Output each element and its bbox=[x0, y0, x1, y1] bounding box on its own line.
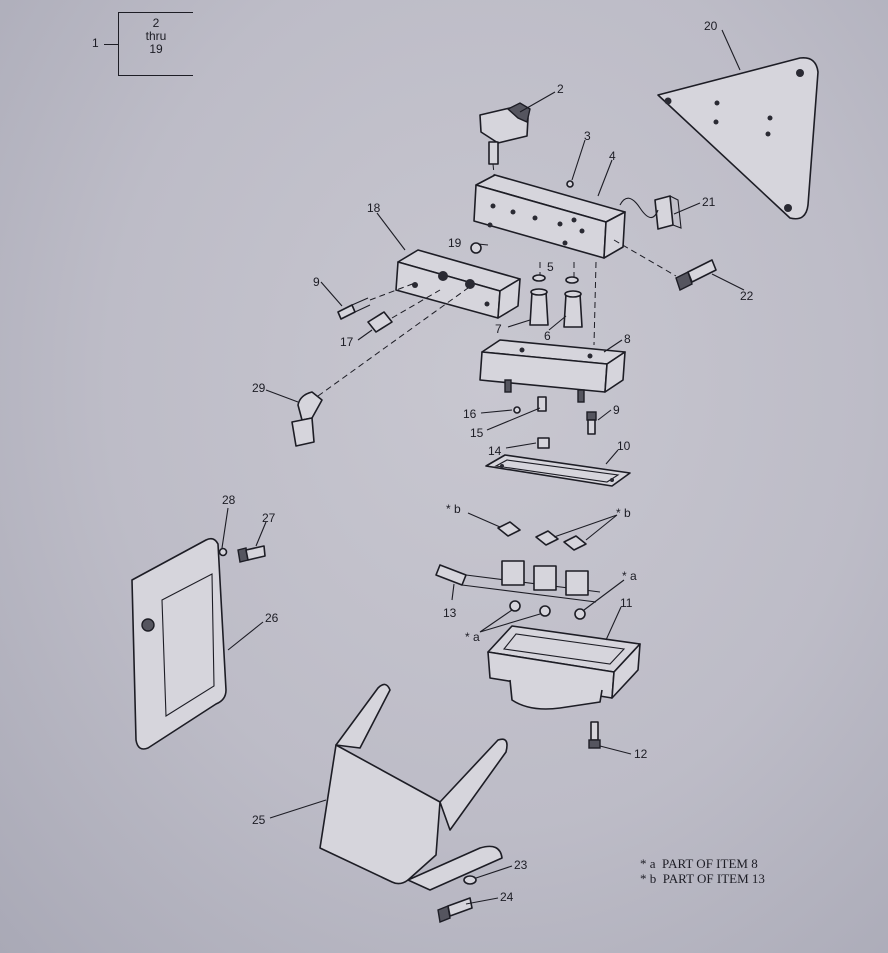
alignment-lines-upper bbox=[539, 261, 597, 346]
footnote-b: * b PART OF ITEM 13 bbox=[640, 871, 765, 886]
part-11-housing bbox=[487, 625, 641, 710]
callout-29: 29 bbox=[252, 381, 266, 395]
part-25-bracket bbox=[319, 683, 508, 891]
callout-17: 17 bbox=[340, 335, 354, 349]
callout-b-right: * b bbox=[616, 506, 631, 520]
callout-15: 15 bbox=[470, 426, 484, 440]
callout-23: 23 bbox=[514, 858, 528, 872]
part-26-cover bbox=[131, 537, 227, 750]
part-14-bushing bbox=[537, 437, 550, 449]
part-27-screw bbox=[237, 545, 266, 563]
callout-14: 14 bbox=[488, 444, 502, 458]
callout-6: 6 bbox=[544, 329, 551, 343]
part-3-ball bbox=[566, 180, 574, 188]
callout-a-right: * a bbox=[622, 569, 637, 583]
callout-13: 13 bbox=[443, 606, 457, 620]
callout-11: 11 bbox=[620, 596, 633, 610]
callout-16: 16 bbox=[463, 407, 477, 421]
part-12-screw bbox=[588, 721, 601, 749]
part-24-bolt bbox=[437, 897, 473, 923]
footnotes: * a PART OF ITEM 8 * b PART OF ITEM 13 bbox=[640, 856, 765, 886]
callout-7: 7 bbox=[495, 322, 502, 336]
assembly-item-number: 1 bbox=[92, 36, 99, 50]
part-19-washer bbox=[470, 242, 482, 254]
callout-2: 2 bbox=[557, 82, 564, 96]
callout-9-upper: 9 bbox=[313, 275, 320, 289]
callout-20: 20 bbox=[704, 19, 718, 33]
part-15-spring bbox=[537, 396, 547, 412]
footnote-a: * a PART OF ITEM 8 bbox=[640, 856, 765, 871]
callout-28: 28 bbox=[222, 493, 236, 507]
callout-8: 8 bbox=[624, 332, 631, 346]
part-29-elbow-fitting bbox=[291, 287, 469, 447]
callout-10: 10 bbox=[617, 439, 631, 453]
callout-12: 12 bbox=[634, 747, 648, 761]
part-7-plunger bbox=[529, 274, 549, 326]
part-2-toggle-switch bbox=[479, 102, 531, 185]
part-18-valve-block bbox=[395, 249, 521, 319]
part-8-base-block bbox=[479, 339, 626, 403]
assembly-reference-box: 2 thru 19 bbox=[118, 12, 193, 76]
part-6-plunger bbox=[563, 276, 583, 328]
footnote-a-marker: * a bbox=[640, 856, 656, 871]
part-4-main-block bbox=[473, 174, 626, 259]
part-9-screw-upper bbox=[337, 282, 416, 320]
assembly-leader-line bbox=[104, 44, 118, 45]
part-13-switch-assembly bbox=[435, 560, 601, 603]
part-20-mounting-plate bbox=[657, 56, 819, 220]
callout-4: 4 bbox=[609, 149, 616, 163]
assembly-ref-start: 2 bbox=[152, 16, 160, 30]
callout-labels: 2 3 4 18 19 20 21 22 9 5 17 7 6 8 29 16 … bbox=[222, 19, 754, 904]
callout-b-left: * b bbox=[446, 502, 461, 516]
callout-22: 22 bbox=[740, 289, 754, 303]
callout-27: 27 bbox=[262, 511, 276, 525]
part-b-contact-clips bbox=[497, 521, 587, 551]
part-28-washer bbox=[218, 547, 228, 557]
callout-a-left: * a bbox=[465, 630, 480, 644]
footnote-b-marker: * b bbox=[640, 871, 657, 886]
callout-9-lower: 9 bbox=[613, 403, 620, 417]
leader-lines bbox=[221, 29, 745, 905]
part-23-washer bbox=[463, 875, 477, 885]
part-a-nuts bbox=[509, 600, 586, 620]
assembly-ref-thru: thru bbox=[145, 29, 167, 43]
assembly-ref-end: 19 bbox=[149, 42, 163, 56]
part-22-bolt bbox=[613, 239, 717, 291]
callout-25: 25 bbox=[252, 813, 266, 827]
part-21-spacer-block bbox=[619, 195, 682, 230]
callout-3: 3 bbox=[584, 129, 591, 143]
callout-21: 21 bbox=[702, 195, 716, 209]
footnote-a-text: PART OF ITEM 8 bbox=[662, 856, 758, 871]
callout-26: 26 bbox=[265, 611, 279, 625]
callout-24: 24 bbox=[500, 890, 514, 904]
footnote-b-text: PART OF ITEM 13 bbox=[662, 871, 765, 886]
callout-5: 5 bbox=[547, 260, 554, 274]
part-9-screw-lower bbox=[586, 411, 597, 435]
part-16-ball bbox=[513, 406, 521, 414]
callout-18: 18 bbox=[367, 201, 381, 215]
part-17-fitting bbox=[367, 289, 441, 333]
part-10-gasket bbox=[485, 454, 631, 487]
callout-19: 19 bbox=[448, 236, 462, 250]
